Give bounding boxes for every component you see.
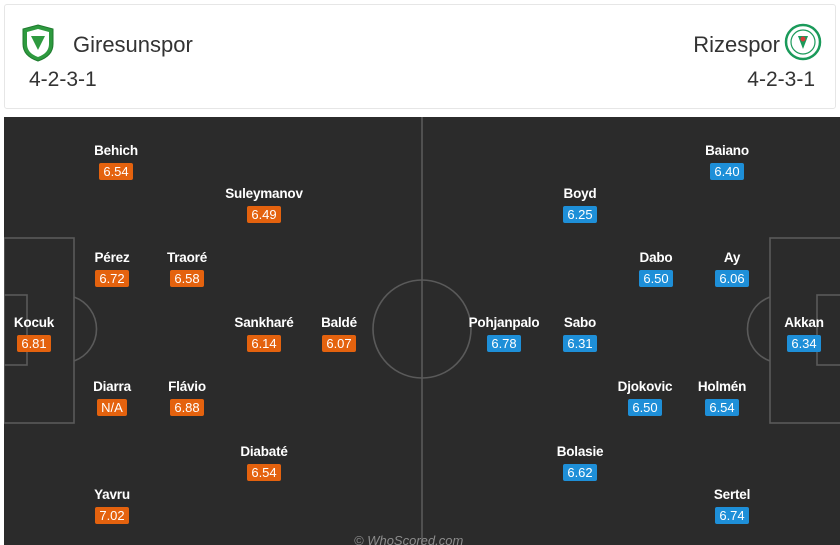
player-name: Pérez — [94, 250, 130, 265]
player-rating-badge: 6.14 — [247, 335, 281, 352]
player-name: Yavru — [94, 487, 130, 502]
match-header: Giresunspor 4-2-3-1 Rizespor 4-2-3-1 — [4, 4, 836, 109]
rizespor-logo-icon — [784, 23, 822, 61]
player-name: Djokovic — [617, 379, 673, 394]
player-rating-badge: 6.74 — [715, 507, 749, 524]
player-traore[interactable]: Traoré 6.58 — [142, 250, 232, 288]
player-rating-badge: 6.88 — [170, 399, 204, 416]
player-name: Flávio — [168, 379, 206, 394]
player-name: Pohjanpalo — [468, 315, 540, 330]
player-rating-badge: 6.34 — [787, 335, 821, 352]
player-diabate[interactable]: Diabaté 6.54 — [219, 444, 309, 482]
player-sabo[interactable]: Sabo 6.31 — [535, 315, 625, 353]
player-name: Diabaté — [240, 444, 288, 459]
player-rating-badge: 6.54 — [705, 399, 739, 416]
player-name: Traoré — [166, 250, 208, 265]
player-name: Boyd — [563, 186, 597, 201]
player-sankhare[interactable]: Sankharé 6.14 — [219, 315, 309, 353]
player-rating-badge: 6.72 — [95, 270, 129, 287]
player-suleymanov[interactable]: Suleymanov 6.49 — [219, 186, 309, 224]
player-dabo[interactable]: Dabo 6.50 — [611, 250, 701, 288]
player-name: Sabo — [563, 315, 597, 330]
away-team-name[interactable]: Rizespor — [693, 32, 780, 57]
player-name: Akkan — [784, 315, 824, 330]
player-name: Holmén — [697, 379, 747, 394]
player-rating-badge: 6.07 — [322, 335, 356, 352]
home-team-name[interactable]: Giresunspor — [73, 32, 193, 57]
player-sertel[interactable]: Sertel 6.74 — [687, 487, 777, 525]
player-name: Suleymanov — [225, 186, 303, 201]
player-ay[interactable]: Ay 6.06 — [687, 250, 777, 288]
player-boyd[interactable]: Boyd 6.25 — [535, 186, 625, 224]
player-perez[interactable]: Pérez 6.72 — [67, 250, 157, 288]
player-rating-badge: 6.54 — [247, 464, 281, 481]
player-balde[interactable]: Baldé 6.07 — [294, 315, 384, 353]
player-name: Baiano — [705, 143, 749, 158]
player-rating-badge: 6.54 — [99, 163, 133, 180]
player-name: Behich — [94, 143, 138, 158]
player-rating-badge: 6.06 — [715, 270, 749, 287]
player-name: Sankharé — [234, 315, 294, 330]
player-flavio[interactable]: Flávio 6.88 — [142, 379, 232, 417]
player-rating-badge: 6.81 — [17, 335, 51, 352]
player-behich[interactable]: Behich 6.54 — [71, 143, 161, 181]
player-rating-badge: 6.31 — [563, 335, 597, 352]
player-rating-badge: 6.25 — [563, 206, 597, 223]
player-baiano[interactable]: Baiano 6.40 — [682, 143, 772, 181]
pitch: Behich 6.54 Suleymanov 6.49 Pérez 6.72 T… — [4, 117, 840, 545]
player-akkan[interactable]: Akkan 6.34 — [759, 315, 840, 353]
player-rating-badge: 6.49 — [247, 206, 281, 223]
giresunspor-logo-icon — [21, 24, 55, 62]
player-rating-badge: 6.62 — [563, 464, 597, 481]
whoscored-watermark: © WhoScored.com — [354, 533, 464, 545]
player-bolasie[interactable]: Bolasie 6.62 — [535, 444, 625, 482]
player-name: Ay — [723, 250, 741, 265]
away-formation: 4-2-3-1 — [747, 68, 815, 91]
player-name: Sertel — [713, 487, 751, 502]
player-rating-badge: 6.40 — [710, 163, 744, 180]
player-rating-badge: 7.02 — [95, 507, 129, 524]
player-name: Kocuk — [13, 315, 55, 330]
player-rating-badge: 6.50 — [639, 270, 673, 287]
player-rating-badge: 6.78 — [487, 335, 521, 352]
player-pohjanpalo[interactable]: Pohjanpalo 6.78 — [459, 315, 549, 353]
player-name: Baldé — [321, 315, 357, 330]
player-diarra[interactable]: Diarra N/A — [67, 379, 157, 417]
player-djokovic[interactable]: Djokovic 6.50 — [600, 379, 690, 417]
home-formation: 4-2-3-1 — [29, 68, 97, 91]
player-kocuk[interactable]: Kocuk 6.81 — [4, 315, 79, 353]
player-name: Bolasie — [556, 444, 604, 459]
player-rating-badge: 6.58 — [170, 270, 204, 287]
player-yavru[interactable]: Yavru 7.02 — [67, 487, 157, 525]
player-name: Diarra — [93, 379, 131, 394]
player-rating-badge: N/A — [97, 399, 127, 416]
player-name: Dabo — [639, 250, 673, 265]
player-holmen[interactable]: Holmén 6.54 — [677, 379, 767, 417]
player-rating-badge: 6.50 — [628, 399, 662, 416]
pitch-markings — [4, 117, 840, 545]
